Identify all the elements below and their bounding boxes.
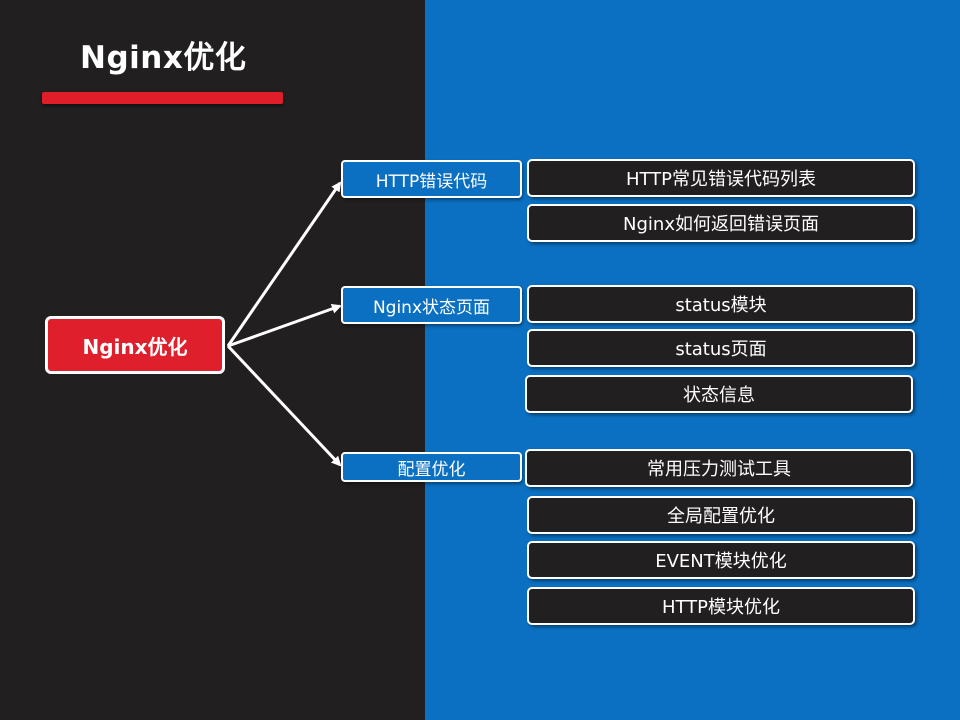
arrow-to-branch-3 bbox=[226, 344, 342, 467]
leaf-node: status模块 bbox=[527, 285, 915, 323]
root-node: Nginx优化 bbox=[45, 316, 225, 374]
leaf-node: HTTP模块优化 bbox=[527, 587, 915, 625]
arrow-to-branch-1 bbox=[226, 181, 342, 347]
leaf-node: EVENT模块优化 bbox=[527, 541, 915, 579]
branch-node-http-error-codes: HTTP错误代码 bbox=[341, 160, 522, 198]
arrow-to-branch-2 bbox=[227, 303, 342, 348]
leaf-node: 状态信息 bbox=[525, 375, 913, 413]
leaf-node: 全局配置优化 bbox=[527, 496, 915, 534]
title-underline-bar bbox=[42, 92, 283, 104]
leaf-node: 常用压力测试工具 bbox=[525, 449, 913, 487]
leaf-node: Nginx如何返回错误页面 bbox=[527, 204, 915, 242]
branch-node-nginx-status-page: Nginx状态页面 bbox=[341, 286, 522, 324]
slide-title: Nginx优化 bbox=[80, 40, 247, 76]
leaf-node: status页面 bbox=[527, 329, 915, 367]
branch-node-config-optimization: 配置优化 bbox=[341, 452, 522, 482]
leaf-node: HTTP常见错误代码列表 bbox=[527, 159, 915, 197]
